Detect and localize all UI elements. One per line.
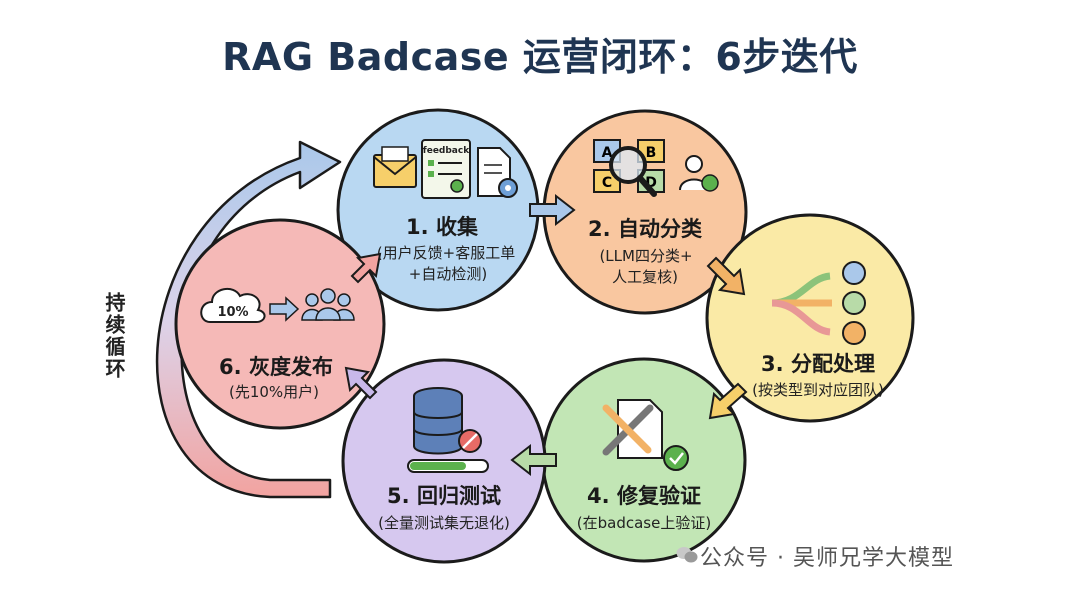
user-group-icon <box>301 288 355 321</box>
step-1-node: feedback 1. 收集 (用户反馈+客服工单 +自动检测) <box>336 108 540 312</box>
team-avatars-icon <box>842 261 866 345</box>
step-4-node: 4. 修复验证 (在badcase上验证) <box>541 357 747 563</box>
flow-arrow-2-to-3 <box>706 256 746 296</box>
split-arrows-icon <box>771 272 832 336</box>
cloud-percent-label: 10% <box>217 305 248 320</box>
envelope-icon <box>373 146 417 188</box>
step-2-title: 2. 自动分类 <box>588 217 703 241</box>
step-3-title: 3. 分配处理 <box>761 352 875 376</box>
step-6-title: 6. 灰度发布 <box>219 355 333 379</box>
abcd-label-d: D <box>645 175 657 191</box>
abcd-label-c: C <box>602 175 612 191</box>
step-3-node: 3. 分配处理 (按类型到对应团队) <box>705 213 915 423</box>
reviewer-check-icon <box>679 155 719 192</box>
feedback-form-icon: feedback <box>421 139 471 199</box>
step-6-circle <box>174 218 386 430</box>
rollout-arrow-icon <box>269 296 300 322</box>
step-4-title: 4. 修复验证 <box>587 484 701 508</box>
continuous-loop-arrow <box>155 140 342 499</box>
continuous-loop-label: 持续循环 <box>102 292 126 380</box>
step-1-sub-line-1: (用户反馈+客服工单 <box>377 244 515 262</box>
flow-arrow-4-to-5 <box>510 443 557 477</box>
abcd-label-a: A <box>602 145 613 161</box>
repair-tools-icon <box>602 399 689 471</box>
abcd-magnifier-icon: A B C D <box>593 139 665 197</box>
step-2-sub-line-2: 人工复核) <box>612 268 678 286</box>
step-5-node: 5. 回归测试 (全量测试集无退化) <box>341 358 547 564</box>
step-5-sub-line-1: (全量测试集无退化) <box>378 514 510 532</box>
step-6-node: 10% 6. 灰度发布 (先10%用户) <box>174 218 386 430</box>
step-4-sub-line-1: (在badcase上验证) <box>577 514 711 532</box>
flow-arrow-1-to-2 <box>529 193 576 227</box>
abcd-label-b: B <box>646 145 657 161</box>
cloud-10-percent-icon: 10% <box>200 287 266 323</box>
page-title: RAG Badcase 运营闭环：6步迭代 <box>222 35 858 79</box>
document-gear-icon <box>477 147 518 198</box>
step-5-title: 5. 回归测试 <box>387 484 501 508</box>
flow-arrow-5-to-6 <box>344 366 378 400</box>
step-1-title: 1. 收集 <box>406 215 479 239</box>
flow-arrow-6-to-1 <box>350 252 382 284</box>
step-1-sub-line-2: +自动检测) <box>409 265 487 283</box>
watermark: 公众号 · 吴师兄学大模型 <box>700 546 954 571</box>
database-block-icon <box>413 387 482 455</box>
flow-arrow-3-to-4 <box>708 382 748 420</box>
feedback-icon-label: feedback <box>423 146 470 156</box>
step-2-sub-line-1: (LLM四分类+ <box>599 247 692 265</box>
progress-bar-icon <box>407 459 489 473</box>
step-3-sub-line-1: (按类型到对应团队) <box>752 381 884 399</box>
wechat-icon <box>676 547 698 563</box>
step-6-sub-line-1: (先10%用户) <box>229 383 319 401</box>
